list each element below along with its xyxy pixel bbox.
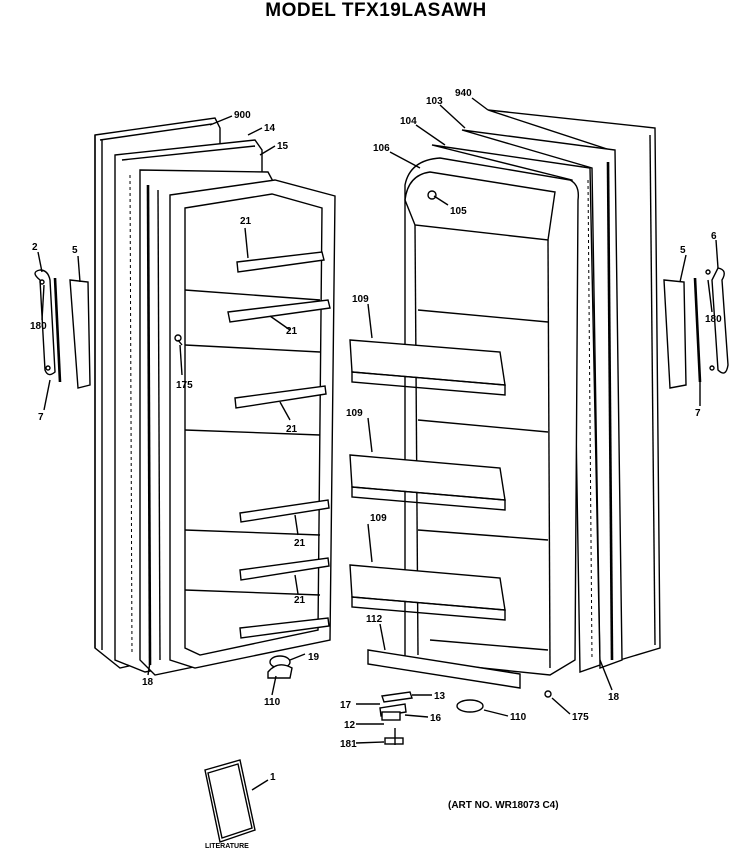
left-door-bottom-parts (174, 334, 293, 679)
callout-13: 13 (434, 691, 446, 702)
callout-12: 12 (344, 720, 356, 731)
right-handle (663, 267, 729, 389)
callout-180-right: 180 (705, 314, 722, 325)
callout-21-d: 21 (294, 538, 306, 549)
right-door-bins (349, 339, 506, 621)
callout-109-c: 109 (370, 513, 387, 524)
right-door-bottom-bar (367, 649, 521, 689)
callout-18-left: 18 (142, 677, 154, 688)
right-hinge-bar (693, 277, 702, 383)
literature-label: LITERATURE (205, 843, 249, 850)
callout-110-right: 110 (510, 712, 527, 723)
callout-180-left: 180 (30, 321, 47, 332)
callout-16: 16 (430, 713, 442, 724)
callout-21-a: 21 (240, 216, 252, 227)
callout-6: 6 (711, 231, 717, 242)
callout-2: 2 (32, 242, 38, 253)
callout-110-left: 110 (264, 697, 281, 708)
callout-175-left: 175 (176, 380, 193, 391)
callout-7-left: 7 (38, 412, 44, 423)
page-title: MODEL TFX19LASAWH (265, 0, 487, 21)
literature-booklet (204, 759, 256, 843)
right-door-inner-liner (404, 157, 580, 676)
callout-21-b: 21 (286, 326, 298, 337)
callout-940: 940 (455, 88, 472, 99)
art-number: (ART NO. WR18073 C4) (448, 800, 559, 811)
callout-105: 105 (450, 206, 467, 217)
left-handle (34, 269, 91, 389)
callout-17: 17 (340, 700, 352, 711)
right-callout-leaders (251, 97, 719, 791)
callout-103: 103 (426, 96, 443, 107)
hinge-small-parts (379, 690, 552, 745)
callout-112: 112 (366, 614, 383, 625)
callout-104: 104 (400, 116, 417, 127)
left-callout-leaders (37, 115, 306, 696)
callout-109-b: 109 (346, 408, 363, 419)
callout-1: 1 (270, 772, 276, 783)
callout-181: 181 (340, 739, 357, 750)
callout-15: 15 (277, 141, 289, 152)
left-door-inner-liner (169, 179, 336, 669)
right-door-liner-frame (431, 144, 601, 673)
callout-7-right: 7 (695, 408, 701, 419)
left-hinge-bar (53, 277, 62, 383)
callout-106: 106 (373, 143, 390, 154)
callout-5-left: 5 (72, 245, 78, 256)
callout-21-e: 21 (294, 595, 306, 606)
callout-19: 19 (308, 652, 320, 663)
callout-labels: 900 14 15 21 21 21 21 21 175 2 5 180 7 1… (30, 88, 722, 783)
callout-5-right: 5 (680, 245, 686, 256)
callout-14: 14 (264, 123, 276, 134)
callout-18-right: 18 (608, 692, 620, 703)
left-door-shelf-bars (227, 251, 331, 639)
callout-21-c: 21 (286, 424, 298, 435)
right-door-gasket (461, 129, 623, 669)
callout-900: 900 (234, 110, 251, 121)
callout-175-right: 175 (572, 712, 589, 723)
callout-109-a: 109 (352, 294, 369, 305)
